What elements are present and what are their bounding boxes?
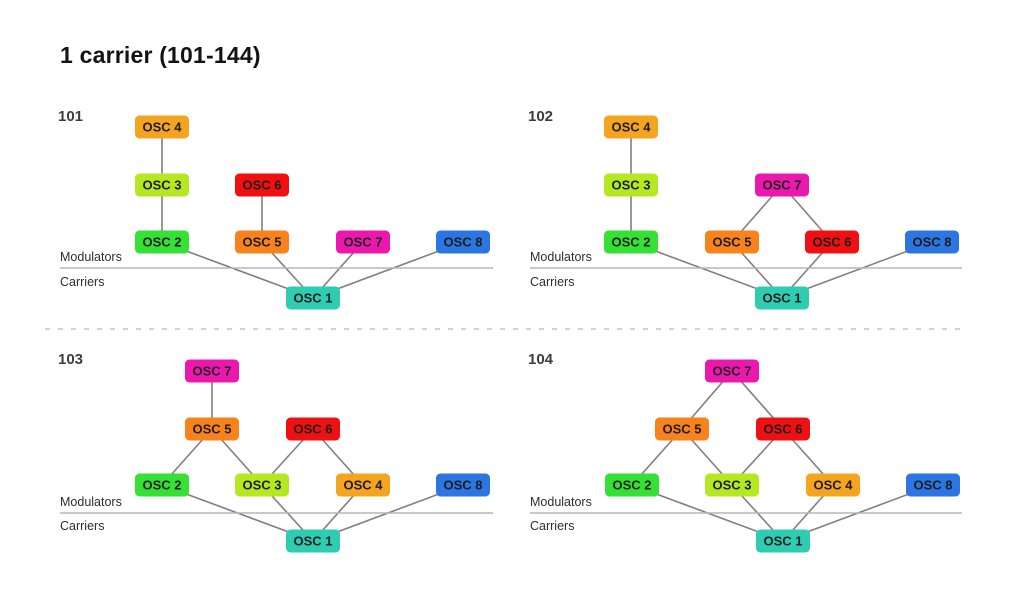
carriers-label-104: Carriers [530, 519, 575, 533]
osc-node-osc3: OSC 3 [135, 173, 189, 197]
osc-node-osc2: OSC 2 [605, 473, 659, 497]
modulators-label-103: Modulators [60, 495, 122, 509]
osc-node-osc6: OSC 6 [756, 417, 810, 441]
carriers-label-101: Carriers [60, 275, 105, 289]
osc-node-osc6: OSC 6 [286, 417, 340, 441]
osc-node-osc3: OSC 3 [705, 473, 759, 497]
panel-number-101: 101 [58, 108, 84, 125]
osc-node-osc5: OSC 5 [235, 230, 289, 254]
osc-node-osc2: OSC 2 [604, 230, 658, 254]
osc-node-osc2: OSC 2 [135, 473, 189, 497]
page-title: 1 carrier (101-144) [60, 42, 261, 68]
carriers-label-103: Carriers [60, 519, 105, 533]
osc-node-osc7: OSC 7 [755, 173, 809, 197]
panel-number-104: 104 [528, 351, 554, 368]
osc-node-osc1: OSC 1 [286, 286, 340, 310]
panel-number-102: 102 [528, 108, 554, 125]
osc-node-osc3: OSC 3 [235, 473, 289, 497]
osc-node-osc1: OSC 1 [756, 529, 810, 553]
osc-node-osc4: OSC 4 [806, 473, 860, 497]
panel-number-103: 103 [58, 351, 84, 368]
osc-node-osc6: OSC 6 [235, 173, 289, 197]
osc-node-osc8: OSC 8 [436, 230, 490, 254]
osc-node-osc5: OSC 5 [705, 230, 759, 254]
osc-node-osc4: OSC 4 [135, 115, 189, 139]
osc-node-osc4: OSC 4 [336, 473, 390, 497]
modulators-label-102: Modulators [530, 250, 592, 264]
osc-node-osc2: OSC 2 [135, 230, 189, 254]
osc-node-osc5: OSC 5 [185, 417, 239, 441]
osc-node-osc7: OSC 7 [705, 359, 759, 383]
osc-node-osc4: OSC 4 [604, 115, 658, 139]
osc-node-osc3: OSC 3 [604, 173, 658, 197]
osc-node-osc1: OSC 1 [286, 529, 340, 553]
osc-node-osc8: OSC 8 [906, 473, 960, 497]
osc-node-osc5: OSC 5 [655, 417, 709, 441]
osc-node-osc6: OSC 6 [805, 230, 859, 254]
osc-node-osc7: OSC 7 [336, 230, 390, 254]
osc-node-osc7: OSC 7 [185, 359, 239, 383]
osc-node-osc8: OSC 8 [905, 230, 959, 254]
osc-node-osc1: OSC 1 [755, 286, 809, 310]
modulators-label-104: Modulators [530, 495, 592, 509]
modulators-label-101: Modulators [60, 250, 122, 264]
carriers-label-102: Carriers [530, 275, 575, 289]
osc-node-osc8: OSC 8 [436, 473, 490, 497]
